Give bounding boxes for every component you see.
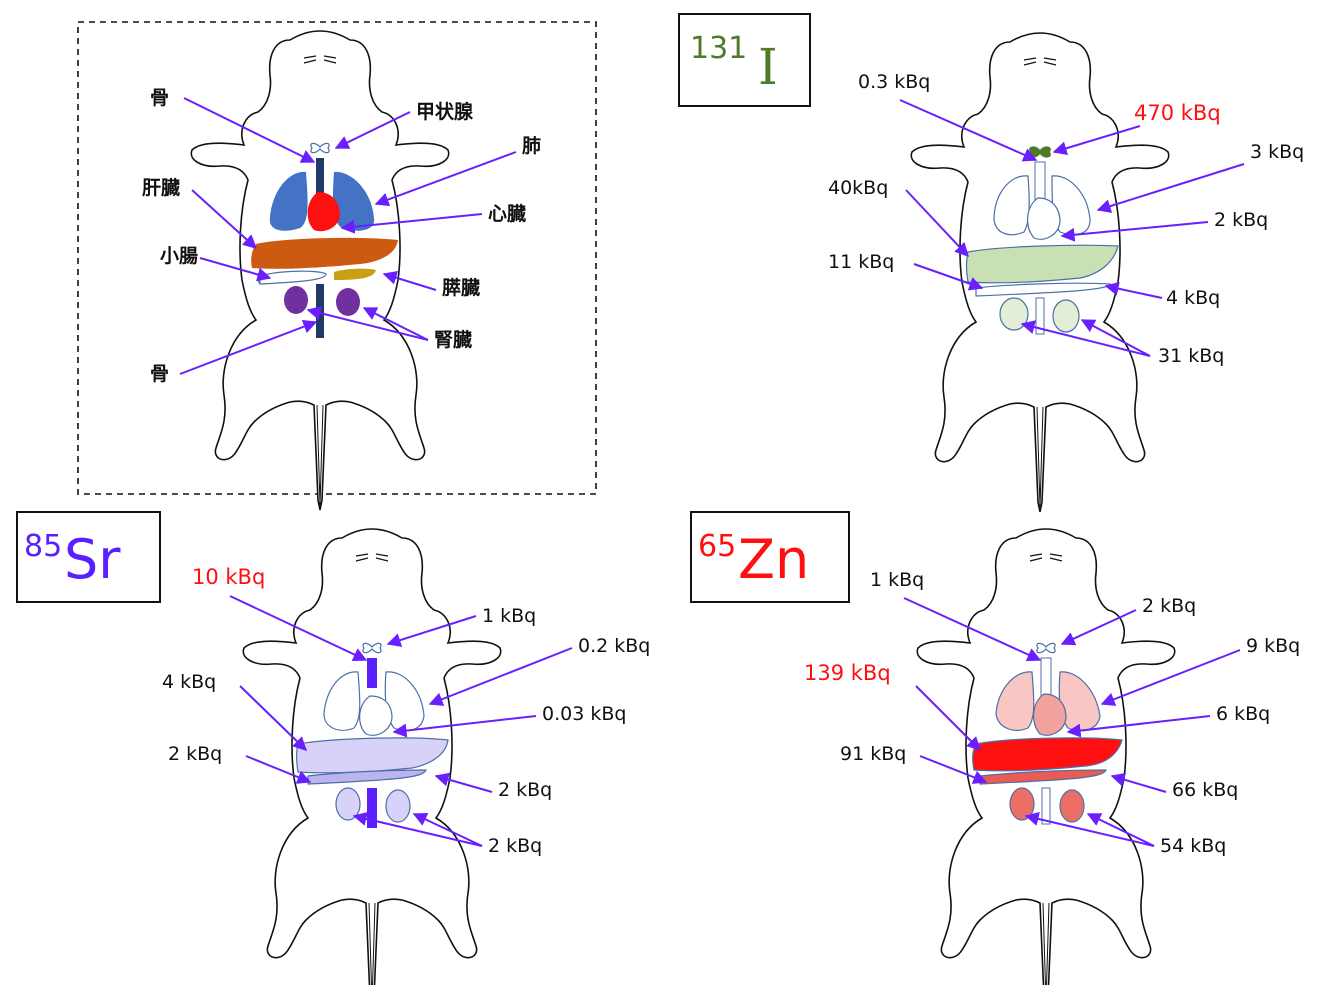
strontium-kidney-left-shape [335, 787, 361, 821]
zinc-value-kidney: 54 kBq [1160, 835, 1226, 857]
strontium-symbol: Sr [64, 528, 121, 591]
iodine-symbol: I [758, 38, 778, 96]
zinc-value-pancreas: 66 kBq [1172, 779, 1238, 801]
strontium-value-thyroid: 1 kBq [482, 605, 536, 627]
strontium-value-intestine: 2 kBq [168, 743, 222, 765]
legend-label-kidney: 腎臓 [434, 329, 472, 351]
iodine-value-bone: 0.3 kBq [858, 71, 930, 93]
zinc-bone-shape [1040, 657, 1052, 699]
legend-label-bone-bottom: 骨 [150, 363, 169, 385]
iodine-isotope-box [678, 13, 811, 107]
legend-label-thyroid: 甲状腺 [416, 100, 474, 123]
legend-label-pancreas: 膵臓 [442, 276, 480, 299]
zinc-kidney-left-shape [1009, 787, 1035, 821]
legend-arrows [179, 97, 517, 375]
iodine-value-pancreas: 4 kBq [1166, 287, 1220, 309]
legend-mouse [190, 30, 450, 511]
iodine-value-liver: 40kBq [828, 177, 888, 199]
legend-heart-shape [307, 192, 340, 232]
zinc-thyroid-shape [1036, 642, 1056, 654]
iodine-kidney-right-shape [1052, 299, 1080, 333]
strontium-bone-shape [367, 658, 377, 688]
iodine-liver-shape [965, 244, 1119, 284]
legend-kidney-right-shape [336, 288, 360, 316]
iodine-value-intestine: 11 kBq [828, 251, 894, 273]
zinc-isotope-box [690, 511, 850, 603]
strontium-value-heart: 0.03 kBq [542, 703, 626, 725]
strontium-intestine-shape [307, 769, 427, 785]
legend-lung-right-shape [332, 171, 375, 231]
iodine-value-heart: 2 kBq [1214, 209, 1268, 231]
strontium-value-pancreas: 2 kBq [498, 779, 552, 801]
iodine-value-lung: 3 kBq [1250, 141, 1304, 163]
legend-label-liver: 肝臓 [142, 177, 180, 199]
strontium-isotope-box [16, 511, 161, 603]
legend-label-lung: 肺 [522, 135, 541, 157]
legend-liver-shape [251, 237, 398, 269]
zinc-value-lung: 9 kBq [1246, 635, 1300, 657]
zinc-mouse [916, 528, 1176, 985]
strontium-mouse [242, 528, 502, 985]
strontium-lung-left-shape [323, 671, 361, 731]
iodine-value-thyroid: 470 kBq [1134, 101, 1221, 125]
iodine-heart-shape [1027, 197, 1061, 240]
legend-panel: 骨 甲状腺 肺 肝臓 心臓 小腸 膵臓 腎臓 骨 [77, 21, 597, 511]
iodine-arrows [899, 99, 1245, 357]
strontium-thyroid-shape [362, 642, 382, 654]
iodine-bone-lower-shape [1035, 297, 1045, 335]
strontium-bone-lower-shape [367, 788, 377, 828]
zinc-liver-shape [972, 737, 1123, 772]
iodine-panel: 131 I 0.3 kBq 470 kBq 3 kBq 40kBq 2 kBq … [678, 13, 1304, 513]
strontium-heart-shape [359, 695, 393, 736]
strontium-liver-shape [295, 737, 449, 774]
zinc-mass-number: 65 [698, 529, 736, 564]
strontium-mass-number: 85 [24, 529, 62, 564]
iodine-value-kidney: 31 kBq [1158, 345, 1224, 367]
zinc-value-heart: 6 kBq [1216, 703, 1270, 725]
strontium-panel: 85 Sr 10 kBq 1 kBq 0.2 kBq 4 kBq 0.03 kB… [16, 511, 650, 985]
strontium-value-bone: 10 kBq [192, 565, 265, 589]
iodine-mouse [910, 32, 1170, 513]
zinc-kidney-right-shape [1059, 789, 1085, 823]
legend-kidney-left-shape [284, 286, 308, 314]
legend-lung-left-shape [269, 171, 308, 231]
zinc-bone-lower-shape [1041, 787, 1051, 825]
zinc-lung-left-shape [995, 671, 1035, 731]
strontium-value-liver: 4 kBq [162, 671, 216, 693]
zinc-value-thyroid: 2 kBq [1142, 595, 1196, 617]
zinc-value-intestine: 91 kBq [840, 743, 906, 765]
strontium-value-kidney: 2 kBq [488, 835, 542, 857]
zinc-arrows [903, 597, 1241, 847]
legend-bone-lower-shape [316, 284, 324, 338]
strontium-value-lung: 0.2 kBq [578, 635, 650, 657]
legend-frame [77, 21, 597, 495]
zinc-value-bone: 1 kBq [870, 569, 924, 591]
strontium-arrows [229, 595, 573, 847]
legend-thyroid-shape [310, 142, 330, 154]
legend-label-bone-top: 骨 [150, 87, 169, 109]
zinc-value-liver: 139 kBq [804, 661, 891, 685]
zinc-heart-shape [1033, 693, 1067, 736]
zinc-panel: 65 Zn 1 kBq 2 kBq 9 kBq 139 kBq 6 kBq 91… [690, 511, 1300, 985]
legend-label-heart: 心臓 [488, 203, 526, 225]
legend-label-intestine: 小腸 [160, 245, 198, 267]
iodine-mass-number: 131 [690, 31, 747, 66]
legend-bone-upper-shape [316, 158, 324, 226]
strontium-kidney-right-shape [385, 789, 411, 823]
legend-pancreas-shape [334, 268, 376, 280]
zinc-intestine-shape [979, 769, 1107, 785]
zinc-symbol: Zn [738, 528, 809, 591]
